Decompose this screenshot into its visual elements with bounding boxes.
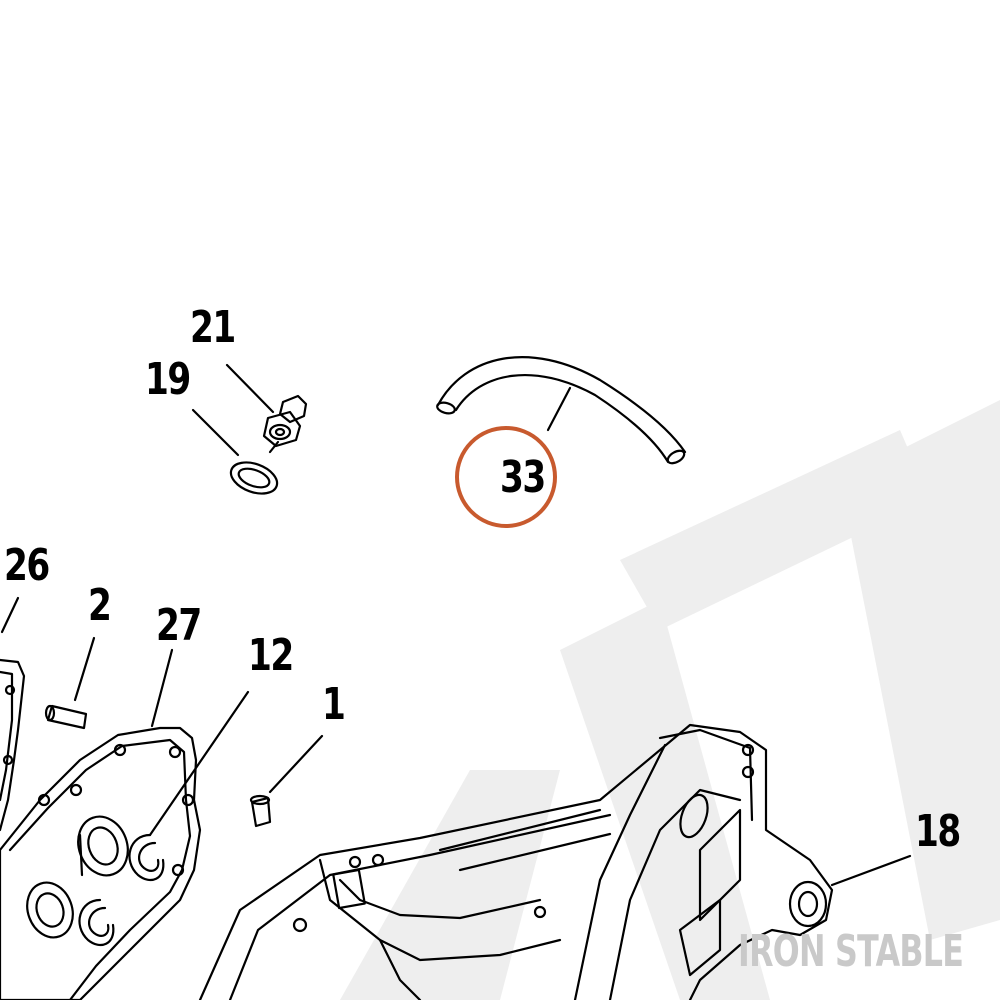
bearing-lower — [26, 881, 74, 939]
callout-33: 33 — [500, 452, 546, 503]
part-18-housing — [198, 723, 834, 1002]
leader-1 — [268, 734, 324, 794]
part-33-hose — [436, 356, 687, 465]
part-19-washer — [229, 461, 279, 495]
bearing-upper — [77, 815, 129, 877]
leader-33 — [546, 386, 572, 432]
part-26-gasket — [0, 658, 26, 832]
leader-12 — [148, 690, 250, 837]
part-27-gasket — [0, 726, 202, 1002]
part-1-dowel — [249, 794, 272, 828]
leader-18 — [830, 854, 912, 887]
leader-21 — [225, 363, 275, 414]
leader-26 — [0, 596, 20, 634]
leader-2 — [73, 636, 96, 702]
callout-1: 1 — [322, 679, 346, 730]
part-2-dowel-pin — [44, 704, 88, 730]
leader-27 — [150, 648, 174, 728]
callout-18: 18 — [915, 806, 961, 857]
highlight-ring-33 — [455, 426, 557, 528]
callout-2: 2 — [88, 580, 112, 631]
callout-27: 27 — [156, 600, 202, 651]
brand-watermark: IRON STABLE — [738, 926, 964, 977]
callout-19: 19 — [145, 354, 191, 405]
part-21-sensor — [262, 394, 308, 454]
callout-21: 21 — [190, 302, 236, 353]
watermark-letters — [340, 400, 1000, 1000]
part-12-circlip-upper — [128, 833, 165, 882]
callout-12: 12 — [248, 630, 294, 681]
leader-19 — [191, 408, 240, 457]
part-12-circlip-lower — [78, 898, 115, 947]
callout-26: 26 — [4, 540, 50, 591]
